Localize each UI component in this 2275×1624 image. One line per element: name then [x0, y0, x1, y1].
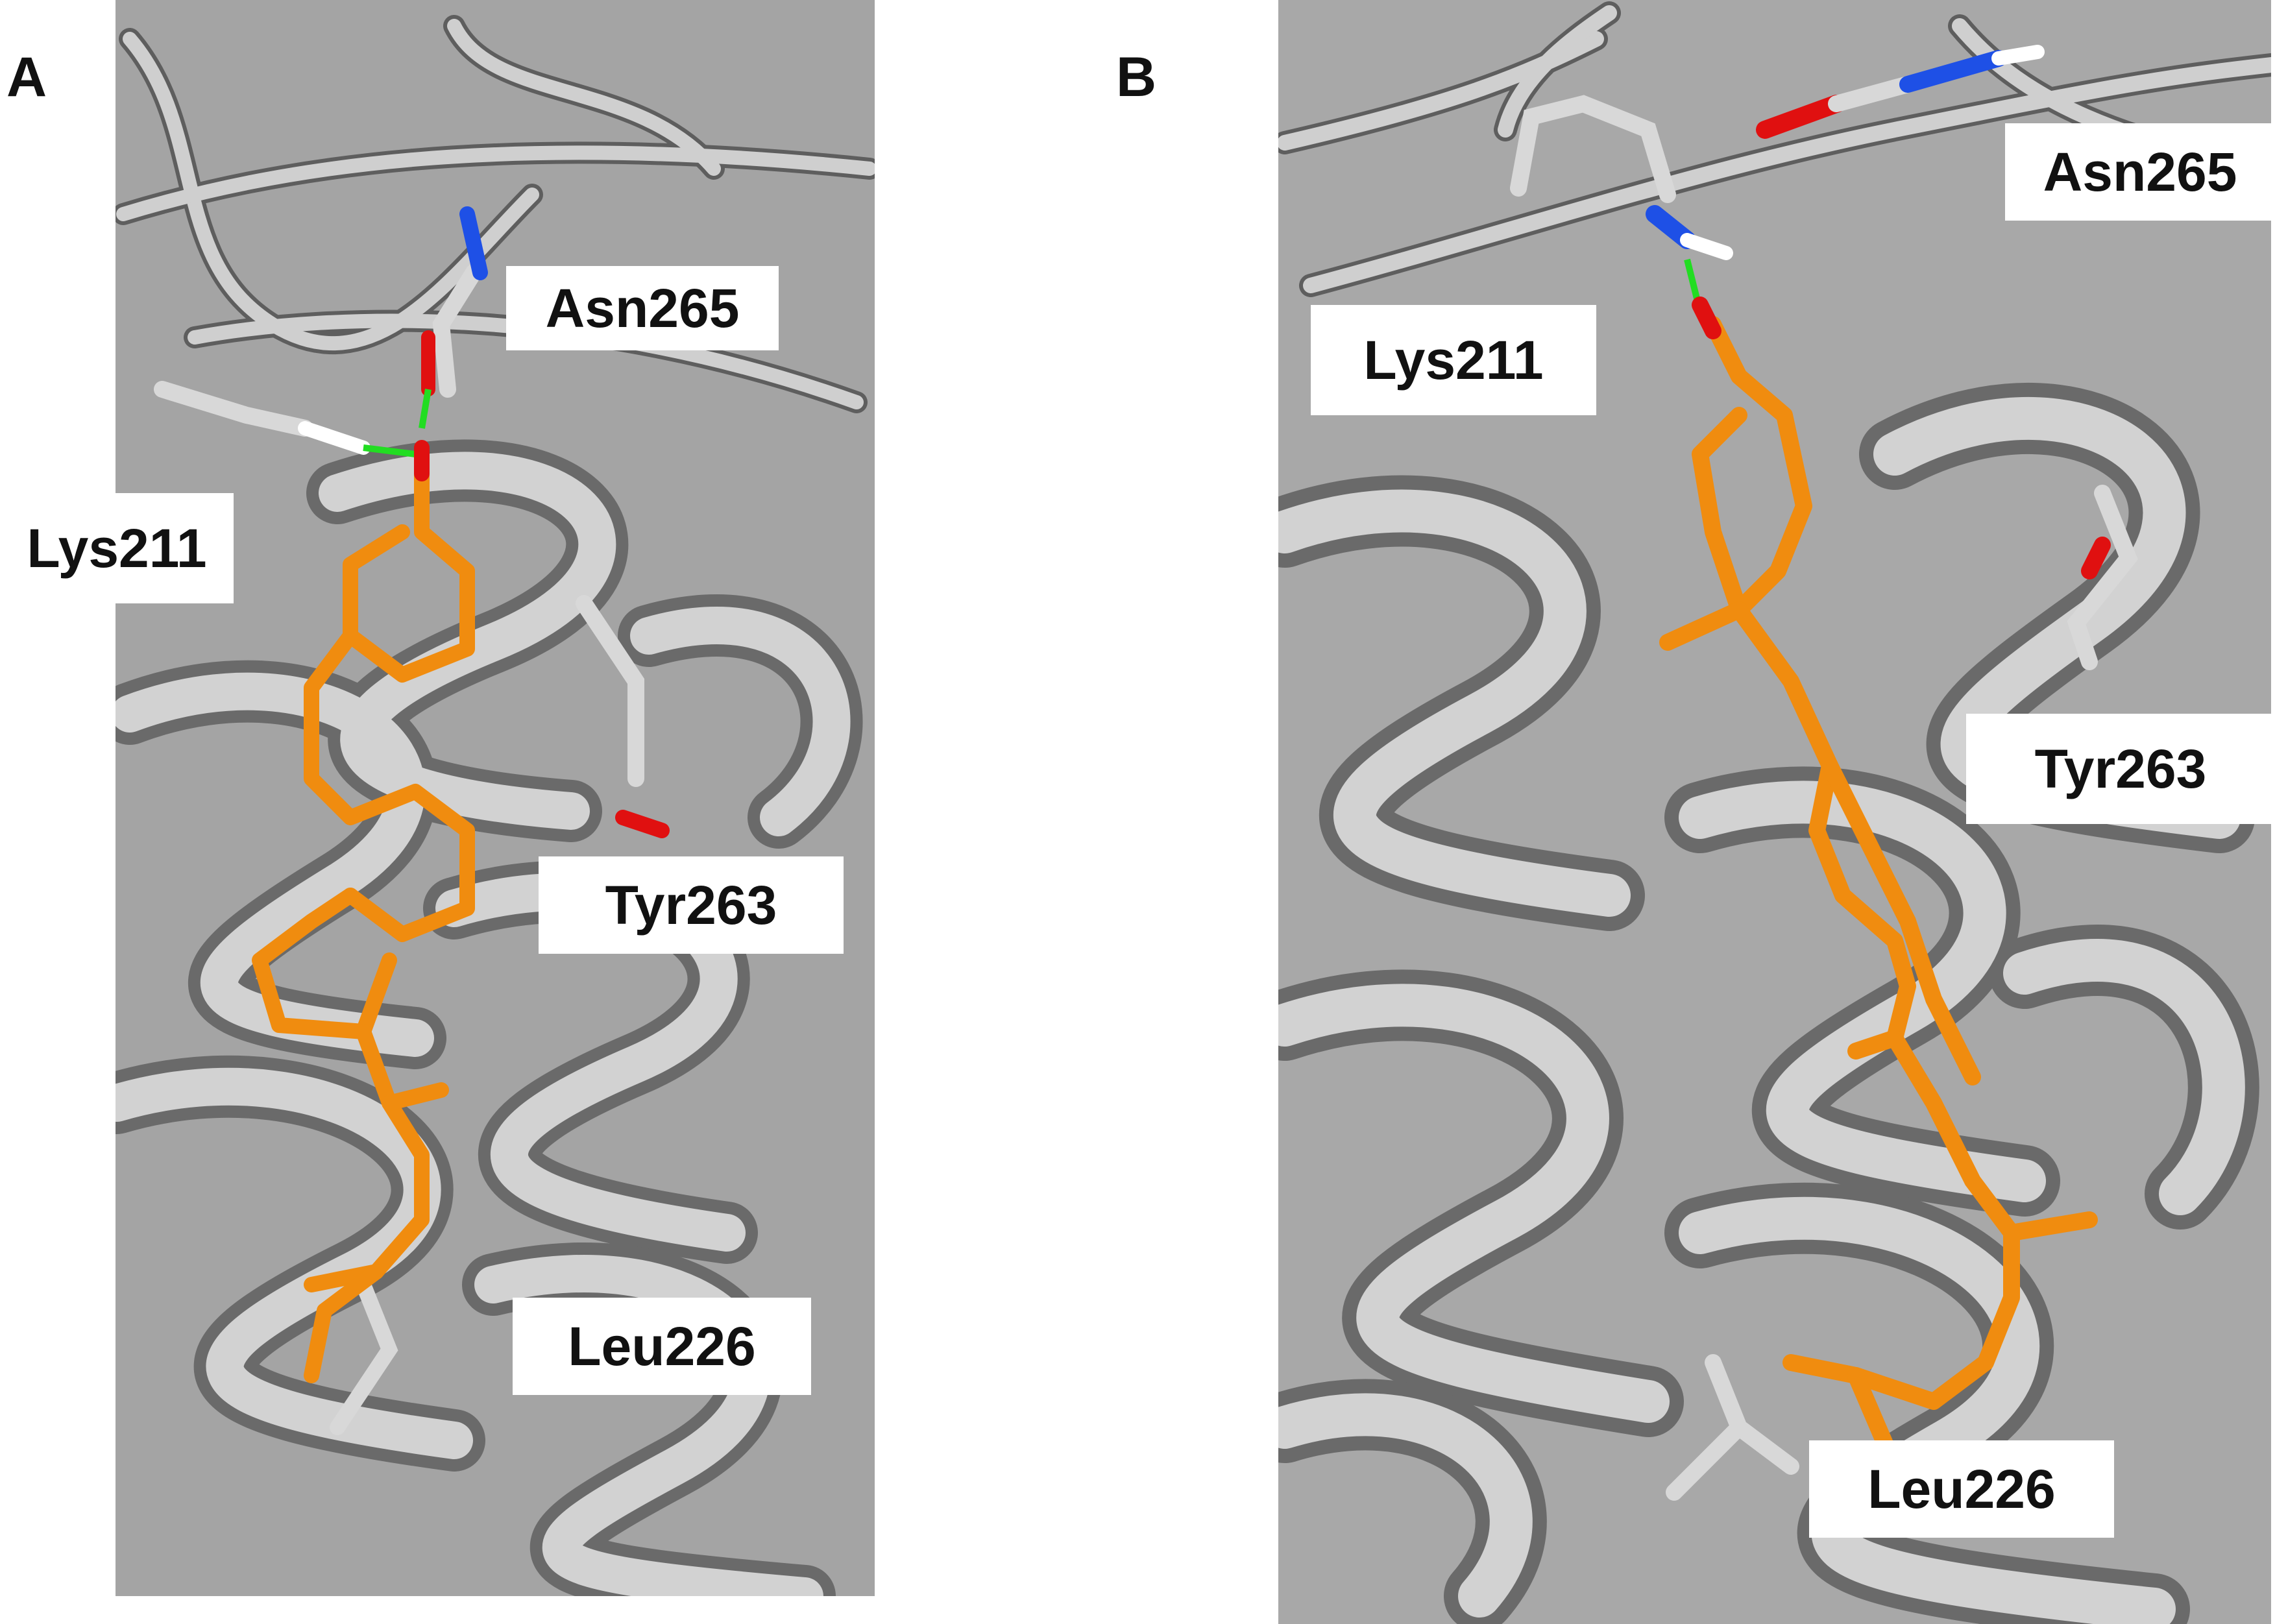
- panel-a-letter: A: [6, 46, 47, 108]
- panel-b: B Asn265 Lys211 Tyr263 Leu226: [1116, 0, 2275, 1624]
- residue-sticks-b: [1510, 45, 2138, 1501]
- panel-a: A Asn265 Lys211 Tyr263 Leu226: [0, 0, 895, 1624]
- label-leu226-b: Leu226: [1809, 1440, 2114, 1538]
- hydrogen-bond-a: [363, 389, 432, 457]
- label-lys211-b: Lys211: [1311, 305, 1596, 415]
- ligand-sticks-a: [252, 459, 475, 1383]
- label-tyr263-a: Tyr263: [539, 856, 844, 954]
- label-asn265-b: Asn265: [2005, 123, 2275, 221]
- panel-b-letter: B: [1116, 46, 1157, 108]
- protein-ribbon-b: [1278, 1, 2271, 1624]
- protein-ribbon-a: [116, 15, 875, 1596]
- residue-sticks-a: [154, 206, 670, 1435]
- label-lys211-a: Lys211: [0, 493, 234, 603]
- label-leu226-a: Leu226: [513, 1298, 811, 1395]
- label-asn265-a: Asn265: [506, 266, 779, 350]
- panel-b-molecular-render: [1278, 0, 2271, 1624]
- label-tyr263-b: Tyr263: [1966, 714, 2275, 824]
